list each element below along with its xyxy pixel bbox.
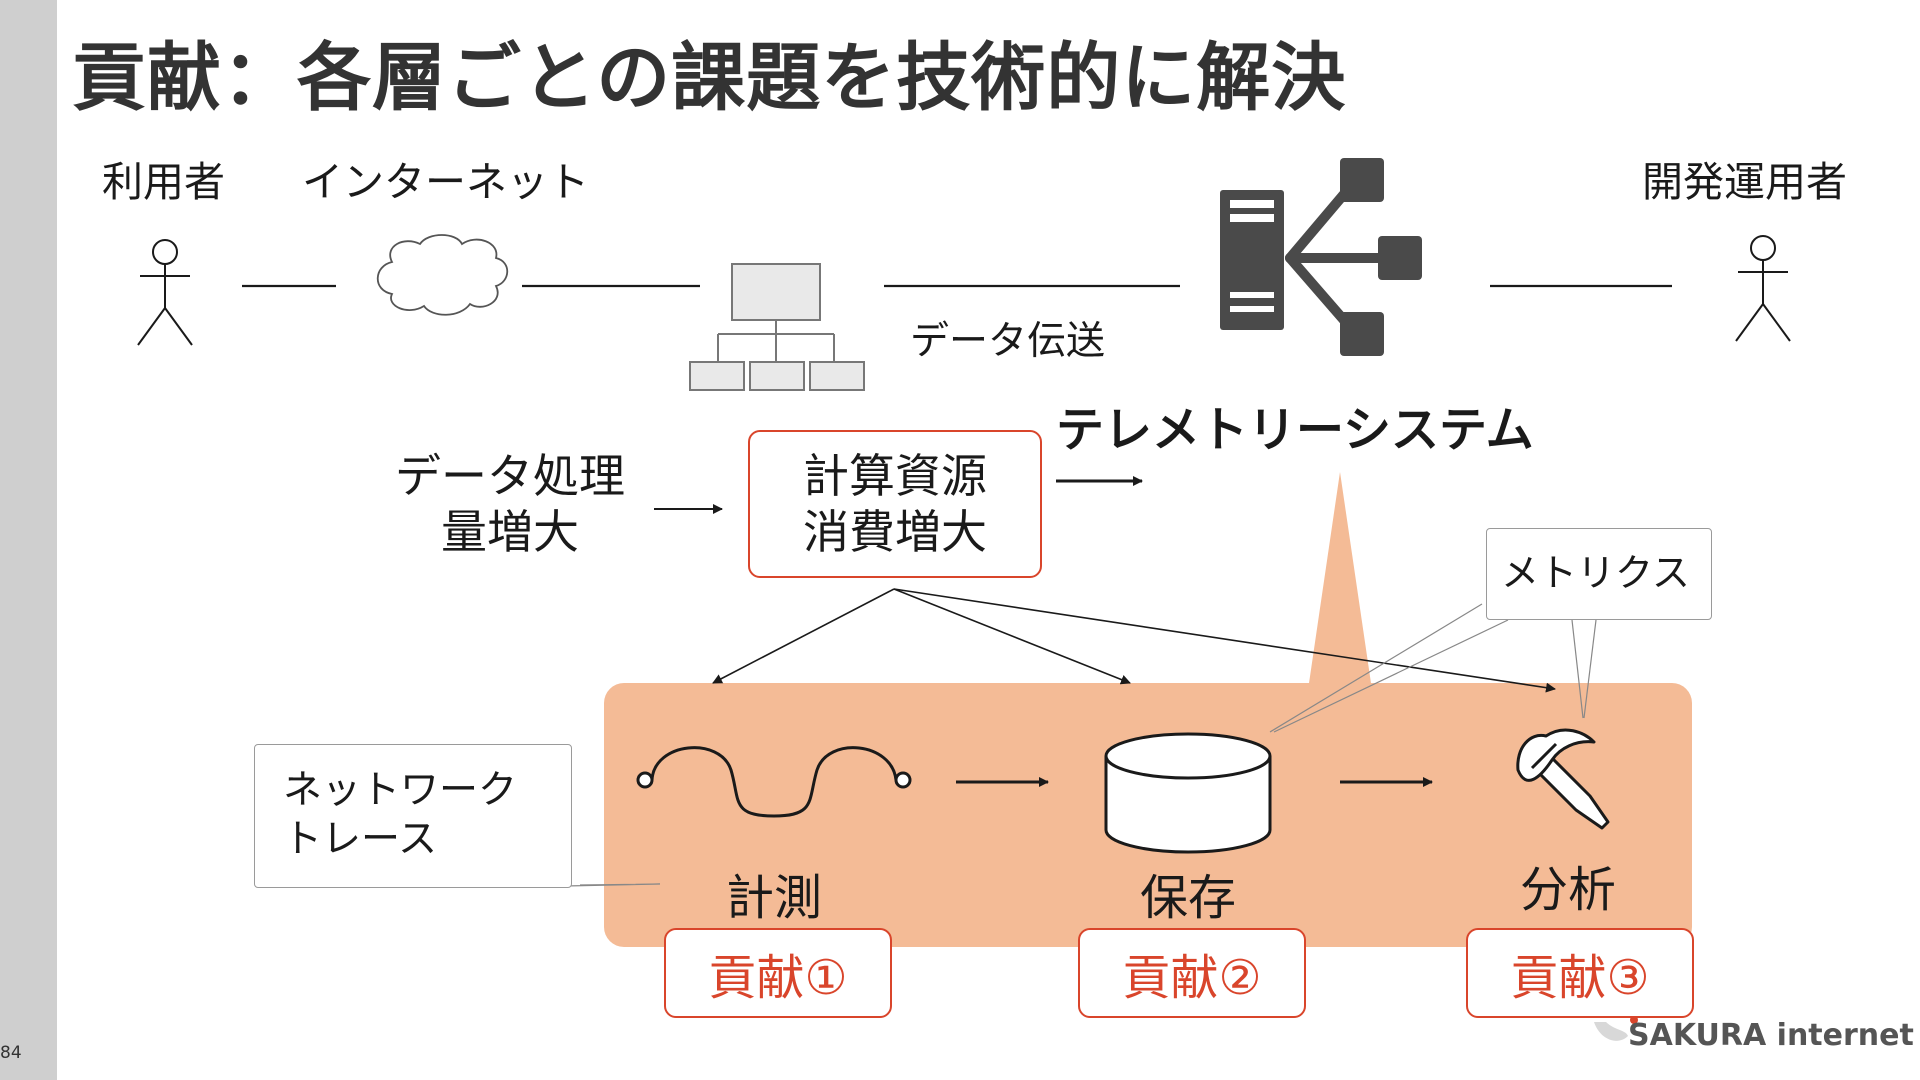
data-volume-line1: データ処理 xyxy=(395,449,625,503)
database-icon xyxy=(1104,732,1272,854)
data-volume-line2: 量増大 xyxy=(441,505,579,560)
resource-consumption-box: 計算資源 消費増大 xyxy=(748,430,1042,578)
pickaxe-icon xyxy=(1516,728,1610,830)
user-stick-figure-icon xyxy=(137,239,193,346)
network-trace-line1: ネットワーク xyxy=(283,768,518,814)
contribution-1-box: 貢献① xyxy=(664,928,892,1018)
network-hierarchy-icon xyxy=(689,263,865,391)
contribution-2-box: 貢献② xyxy=(1078,928,1306,1018)
contribution-3-box: 貢献③ xyxy=(1466,928,1694,1018)
stage-store-label: 保存 xyxy=(1139,870,1236,926)
contribution-3-label: 貢献③ xyxy=(1510,950,1650,1006)
network-trace-callout: ネットワーク トレース xyxy=(254,744,572,888)
user-label: 利用者 xyxy=(102,158,225,206)
metrics-callout: メトリクス xyxy=(1486,528,1712,620)
telemetry-system-label: テレメトリーシステム xyxy=(1056,402,1534,458)
left-sidebar-bar xyxy=(0,0,57,1080)
data-transfer-label: データ伝送 xyxy=(910,319,1106,364)
contribution-2-label: 貢献② xyxy=(1122,950,1262,1006)
network-trace-line2: トレース xyxy=(283,817,438,862)
cloud-icon xyxy=(376,234,509,316)
metrics-callout-text: メトリクス xyxy=(1501,551,1690,596)
page-number: 84 xyxy=(0,1043,22,1063)
internet-label: インターネット xyxy=(302,158,589,206)
slide-title: 貢献：各層ごとの課題を技術的に解決 xyxy=(72,35,1347,121)
stage-measure-label: 計測 xyxy=(725,870,822,926)
logo-text: SAKURA internet xyxy=(1628,1018,1914,1053)
data-volume-increase-label: データ処理 量増大 xyxy=(380,448,640,560)
devops-label: 開発運用者 xyxy=(1642,158,1847,206)
resource-line1: 計算資源 xyxy=(803,448,987,503)
stage-analyze-label: 分析 xyxy=(1519,862,1616,918)
sakura-logo-mark-icon xyxy=(1594,1016,1638,1041)
resource-line2: 消費増大 xyxy=(803,505,987,559)
sakura-internet-logo: SAKURA internet xyxy=(1590,1018,1914,1053)
contribution-1-label: 貢献① xyxy=(708,950,848,1006)
server-network-icon xyxy=(1220,158,1422,356)
devops-stick-figure-icon xyxy=(1735,235,1791,342)
wave-sensor-icon xyxy=(636,746,912,818)
